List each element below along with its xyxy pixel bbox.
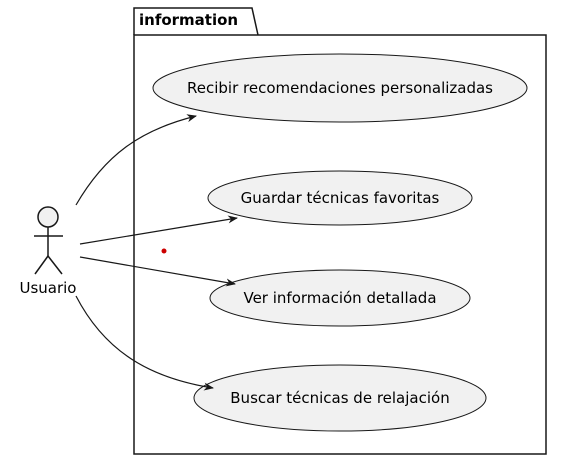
use-case-buscar: Buscar técnicas de relajación [193,364,487,432]
use-case-ellipse [207,170,473,226]
use-case-ellipse [152,53,528,123]
use-case-label: Ver información detallada [243,289,436,307]
actor-head-icon [37,206,59,228]
actor-leg-right [47,255,63,275]
actor-leg-left [34,255,49,275]
package-body [133,34,547,455]
associations [75,114,238,391]
association-arrow-ver [79,256,236,287]
use-case-ellipse [193,364,487,432]
use-case-label: Guardar técnicas favoritas [241,189,440,207]
use-case-recibir: Recibir recomendaciones personalizadas [152,53,528,123]
association-arrow-recibir [75,114,197,206]
actor-usuario: Usuario [19,206,77,297]
package-tab [133,7,259,36]
use-case-label: Recibir recomendaciones personalizadas [187,79,493,97]
association-arrow-buscar [75,295,214,391]
package-title: information [139,11,238,29]
actor-name: Usuario [19,279,76,297]
use-case-guardar: Guardar técnicas favoritas [207,170,473,226]
package-information: information [133,7,547,455]
association-arrow-guardar [79,215,238,245]
use-case-ellipse [209,269,471,327]
use-case-label: Buscar técnicas de relajación [230,389,449,407]
marker-dot [161,248,167,254]
use-case-ver: Ver información detallada [209,269,471,327]
